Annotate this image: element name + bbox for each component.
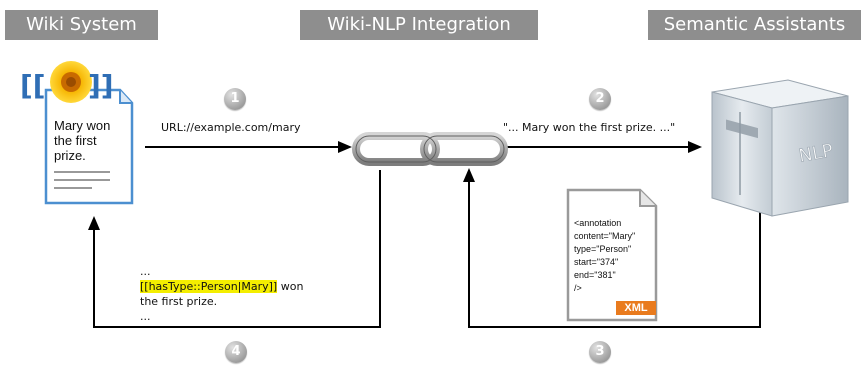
wiki-system-header: Wiki System (5, 10, 158, 40)
arrow-2 (505, 141, 702, 153)
nlp-server-icon: NLP (711, 79, 849, 217)
xml-line-6: /> (574, 283, 582, 293)
wiki-text-line-2: the first (54, 133, 97, 148)
step-3-badge: 3 (589, 341, 611, 363)
chain-link-icon (352, 132, 508, 166)
wiki-document-icon (44, 88, 134, 205)
integration-header: Wiki-NLP Integration (300, 10, 538, 40)
xml-line-3: type="Person" (574, 244, 632, 254)
xml-document-text: <annotation content="Mary" type="Person"… (574, 217, 635, 295)
step-1-badge: 1 (224, 88, 246, 110)
arrow-1 (145, 141, 352, 153)
arrow-3 (463, 168, 761, 328)
markup-line-2: [[hasType::Person|Mary]] won (140, 279, 303, 294)
xml-document-icon (566, 188, 658, 322)
url-label: URL://example.com/mary (161, 121, 301, 134)
xml-line-4: start="374" (574, 257, 619, 267)
markup-line-2-rest: won (277, 280, 304, 293)
markup-line-3: the first prize. (140, 295, 218, 308)
wiki-bracket-left: [[ (20, 69, 46, 102)
wiki-text-line-3: prize. (54, 148, 86, 163)
markup-line-4: ... (140, 310, 151, 323)
xml-badge: XML (616, 301, 656, 315)
markup-result: ... [[hasType::Person|Mary]] won the fir… (140, 264, 303, 324)
xml-line-1: <annotation (574, 218, 622, 228)
xml-line-2: content="Mary" (574, 231, 636, 241)
step-4-badge: 4 (225, 341, 247, 363)
step-2-badge: 2 (589, 88, 611, 110)
arrow-4 (88, 170, 381, 328)
sentence-label: "... Mary won the first prize. ..." (503, 121, 676, 134)
wiki-document-text: Mary won the first prize. (54, 118, 110, 163)
semantic-annotation-highlight: [[hasType::Person|Mary]] (140, 280, 278, 293)
xml-line-5: end="381" (574, 270, 616, 280)
semantic-assistants-header: Semantic Assistants (648, 10, 861, 40)
wiki-text-line-1: Mary won (54, 118, 111, 133)
sunflower-logo-icon (50, 61, 92, 103)
markup-line-1: ... (140, 265, 151, 278)
wiki-bracket-right: ]] (88, 69, 114, 102)
